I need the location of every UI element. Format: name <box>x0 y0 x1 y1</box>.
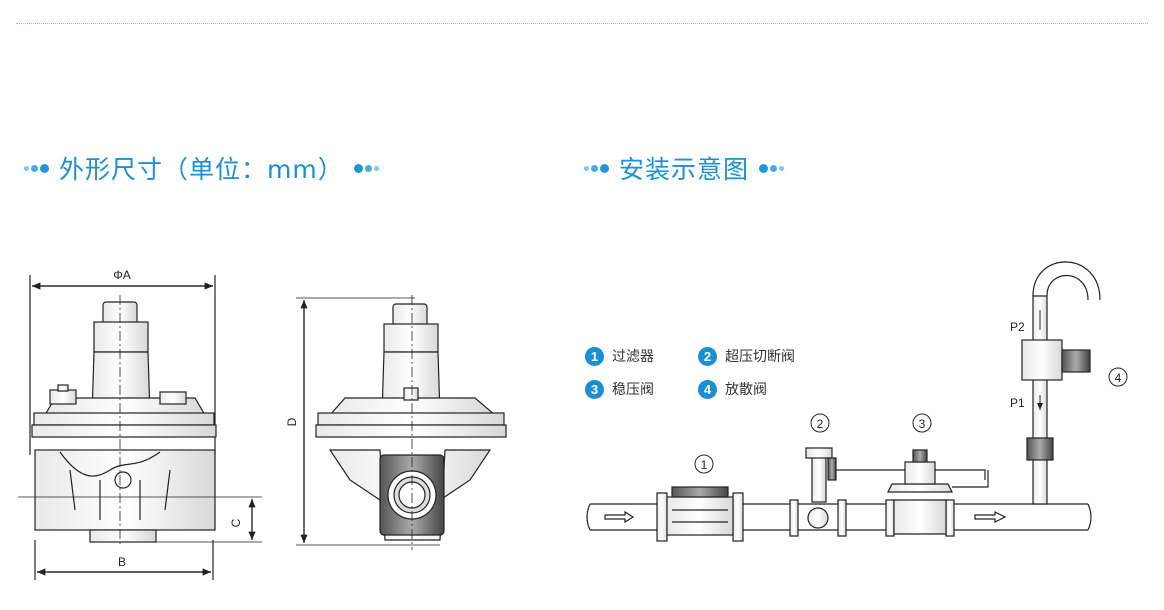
installation-pipeline <box>586 261 1101 542</box>
dim-label-d: D <box>285 417 299 426</box>
installation-section-title: 安装示意图 <box>574 150 794 186</box>
legend-item-2: 2 超压切断阀 <box>698 346 795 366</box>
installation-title-text: 安装示意图 <box>619 155 750 184</box>
marker-4-circle <box>1108 367 1128 387</box>
legend-item-4: 4 放散阀 <box>698 379 767 399</box>
pressure-label-p1: P1 <box>1010 396 1025 410</box>
legend-label: 超压切断阀 <box>725 349 795 365</box>
legend-number-badge: 1 <box>585 346 604 366</box>
legend-label: 稳压阀 <box>612 382 654 398</box>
marker-1-circle <box>694 454 714 474</box>
legend-number-badge: 3 <box>585 379 604 399</box>
marker-4: 4 <box>1115 371 1122 385</box>
title-dots-right-icon <box>353 163 379 173</box>
legend-number-badge: 2 <box>698 346 717 366</box>
marker-2: 2 <box>817 417 824 431</box>
marker-2-circle <box>810 413 830 433</box>
marker-3-circle <box>912 413 932 433</box>
marker-1: 1 <box>701 458 708 472</box>
top-dotted-divider <box>16 23 1148 24</box>
dim-label-b: B <box>118 555 126 569</box>
pressure-label-p2: P2 <box>1010 320 1025 334</box>
dim-label-phi-a: ΦA <box>113 268 131 282</box>
front-view-regulator <box>18 275 262 580</box>
diagram-markers <box>694 367 1128 474</box>
legend-label: 过滤器 <box>612 349 654 365</box>
marker-3: 3 <box>919 417 926 431</box>
title-dots-left-icon <box>24 163 49 173</box>
dimensions-title-text: 外形尺寸（单位：mm） <box>59 155 344 184</box>
legend-item-3: 3 稳压阀 <box>585 379 654 399</box>
side-view-regulator <box>296 295 507 550</box>
legend-label: 放散阀 <box>725 382 767 398</box>
legend-item-1: 1 过滤器 <box>585 346 654 366</box>
legend-number-badge: 4 <box>698 379 717 399</box>
title-dots-right-icon <box>759 163 785 173</box>
dim-label-c: C <box>229 518 243 527</box>
dimensions-section-title: 外形尺寸（单位：mm） <box>14 150 389 186</box>
title-dots-left-icon <box>584 163 609 173</box>
